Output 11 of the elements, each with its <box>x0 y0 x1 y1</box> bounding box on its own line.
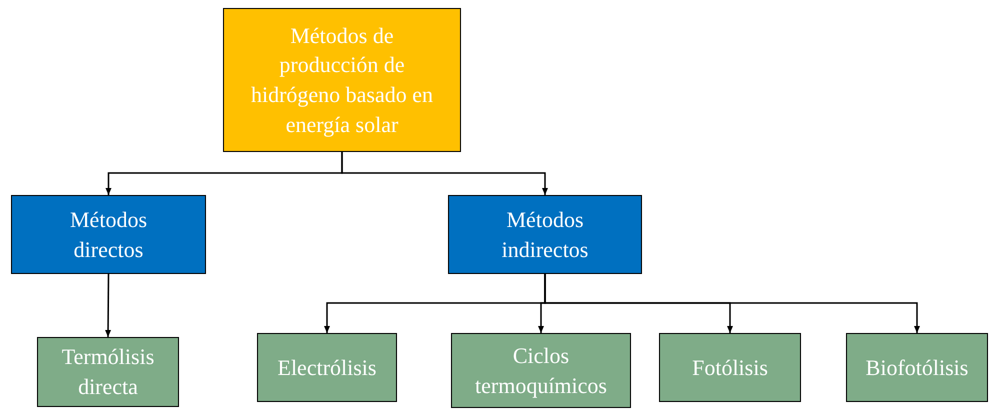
connector-arrow <box>105 274 112 337</box>
connector-arrow <box>341 152 548 195</box>
method-box: Electrólisis <box>257 333 397 402</box>
method-box: Fotólisis <box>659 333 801 402</box>
root-box: Métodos de producción de hidrógeno basado en energía solar <box>223 8 461 152</box>
category-box: Métodos directos <box>11 195 206 274</box>
method-box: Termólisis directa <box>37 337 179 407</box>
category-box: Métodos indirectos <box>448 195 642 274</box>
connector-arrow <box>544 274 920 333</box>
method-box: Ciclos termoquímicos <box>451 333 631 408</box>
method-box: Biofotólisis <box>846 333 988 402</box>
